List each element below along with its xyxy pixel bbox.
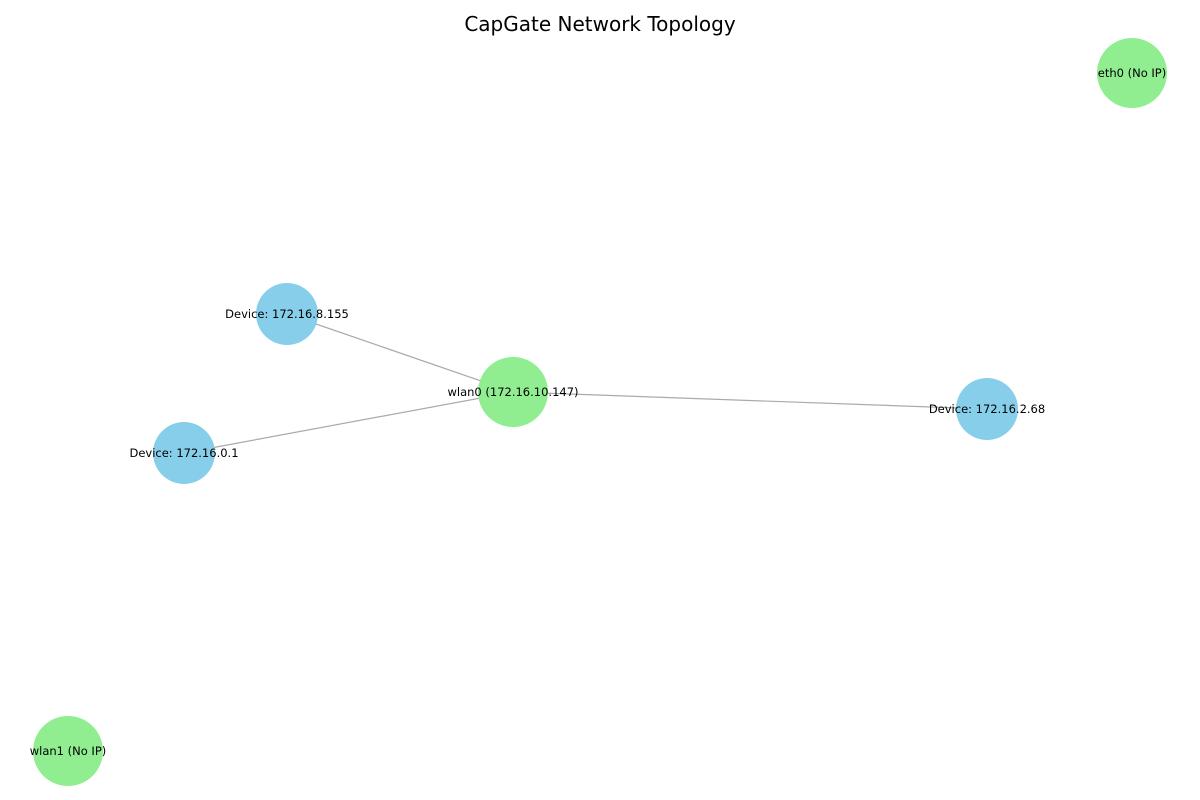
diagram-title: CapGate Network Topology: [464, 12, 736, 36]
node-eth0: eth0 (No IP): [1097, 38, 1167, 108]
node-circle-dev_2_68: [956, 378, 1018, 440]
node-circle-wlan0: [478, 357, 548, 427]
node-label-dev_2_68: Device: 172.16.2.68: [929, 402, 1045, 416]
node-label-wlan1: wlan1 (No IP): [30, 744, 107, 758]
node-dev_8_155: Device: 172.16.8.155: [225, 283, 349, 345]
node-circle-dev_0_1: [153, 422, 215, 484]
node-circle-eth0: [1097, 38, 1167, 108]
node-wlan0: wlan0 (172.16.10.147): [447, 357, 579, 427]
edge-wlan0-dev_8_155: [286, 313, 514, 393]
edge-wlan0-dev_0_1: [183, 391, 514, 454]
node-label-wlan0: wlan0 (172.16.10.147): [447, 385, 578, 399]
node-dev_2_68: Device: 172.16.2.68: [929, 378, 1045, 440]
node-label-eth0: eth0 (No IP): [1098, 66, 1166, 80]
node-dev_0_1: Device: 172.16.0.1: [129, 422, 239, 484]
node-wlan1: wlan1 (No IP): [30, 716, 107, 786]
node-circle-dev_8_155: [256, 283, 318, 345]
edge-wlan0-dev_2_68: [512, 391, 988, 410]
nodes-layer: wlan0 (172.16.10.147) eth0 (No IP) wlan1 (…: [30, 38, 1167, 786]
node-circle-wlan1: [33, 716, 103, 786]
node-label-dev_8_155: Device: 172.16.8.155: [225, 307, 349, 321]
edges-layer: [183, 313, 988, 454]
node-label-dev_0_1: Device: 172.16.0.1: [129, 446, 238, 460]
